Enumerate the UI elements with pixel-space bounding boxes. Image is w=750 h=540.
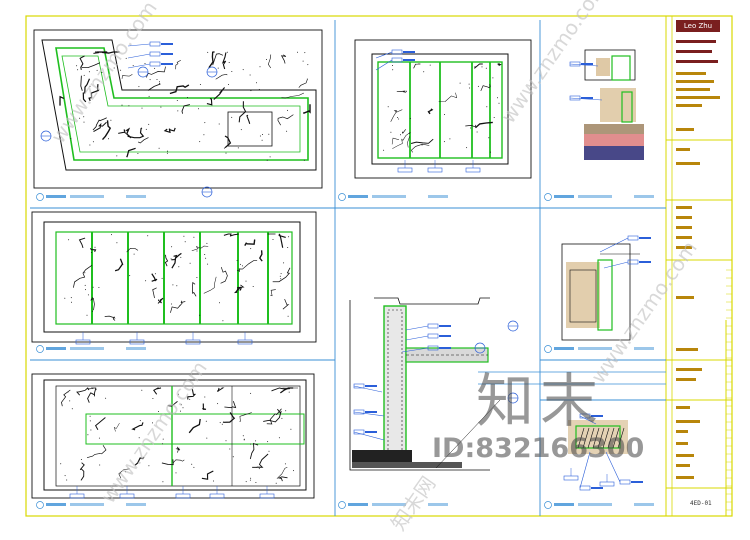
panel-a-marble-wall (41, 39, 317, 171)
panel-e-elevation (43, 379, 307, 491)
panel-d-elevation (43, 221, 301, 333)
title-labels (36, 193, 654, 509)
marble-veining (64, 233, 291, 322)
sheet-border (25, 15, 733, 517)
title-block (665, 16, 732, 516)
marble-veining (60, 387, 298, 484)
panel-h-detail (568, 420, 628, 454)
watermark-id: ID:832166300 (432, 433, 645, 464)
drawing-frames (31, 29, 532, 499)
marble-veining (383, 63, 502, 153)
marble-veining (59, 51, 311, 161)
viewport-grid (30, 20, 666, 516)
sheet-number: 4ED-01 (690, 500, 712, 507)
panel-g-detail (561, 243, 640, 341)
callout-layer (40, 41, 651, 499)
panel-c-section-detail (584, 49, 644, 160)
title-block-logo: Leo Zhu Hao (676, 20, 720, 42)
panel-b-elevation (371, 53, 509, 165)
panel-f-section (349, 297, 501, 471)
watermark-brand: 知末 (476, 367, 605, 435)
